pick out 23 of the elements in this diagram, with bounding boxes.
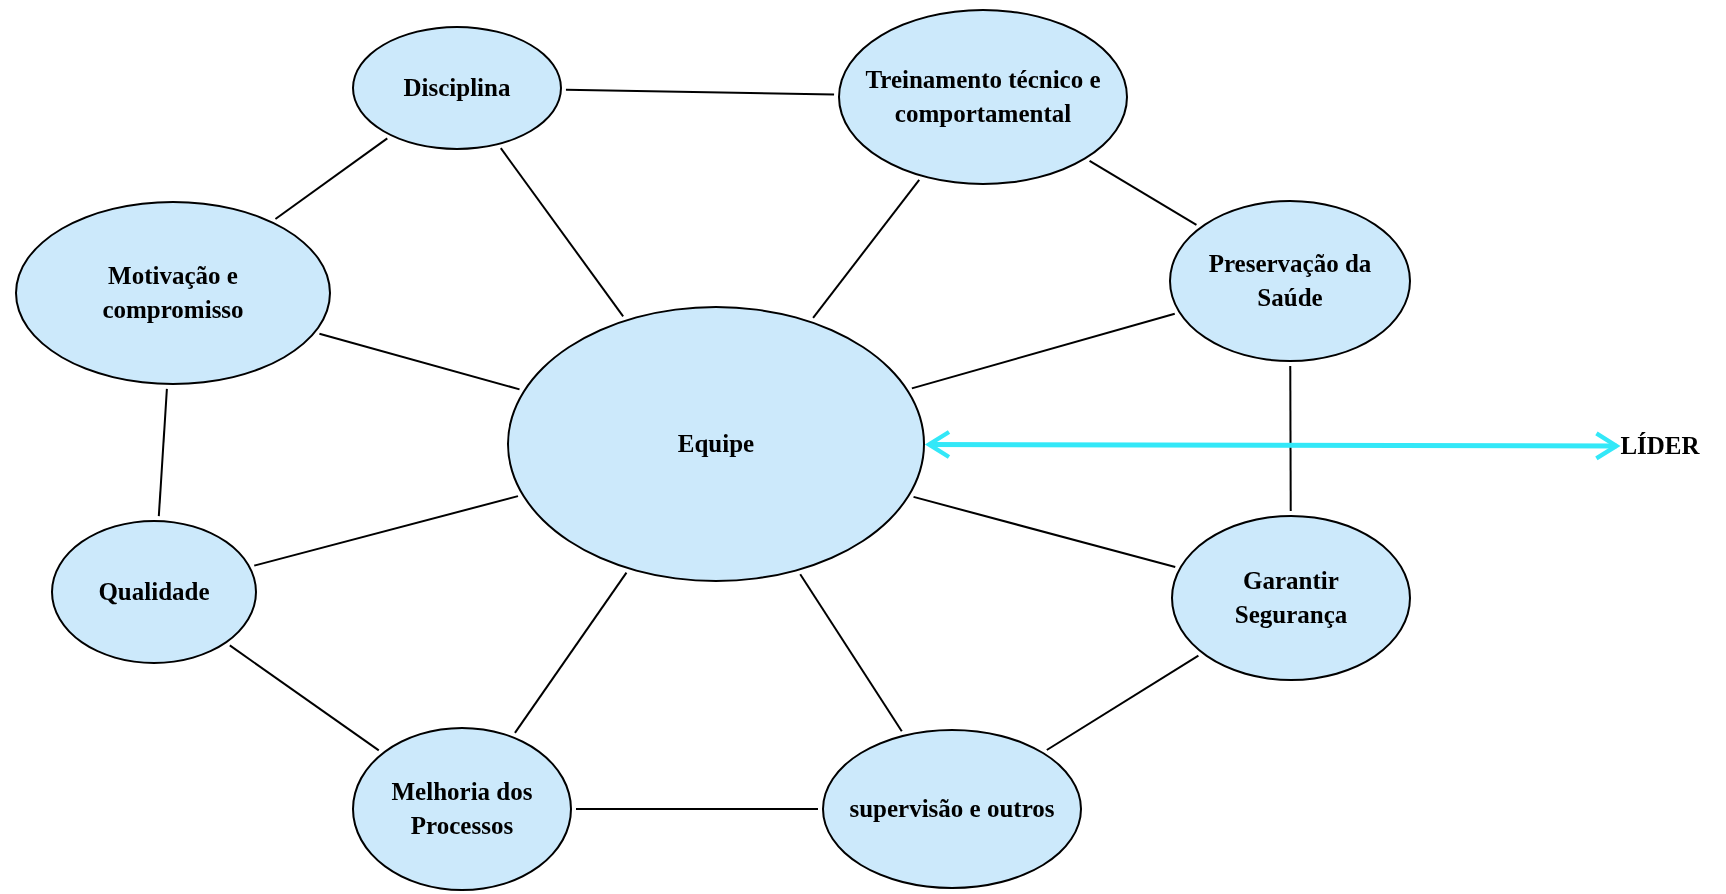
connector-line <box>274 137 389 221</box>
node-label: LÍDER <box>1620 429 1700 463</box>
connector-line <box>513 571 628 734</box>
connector-line <box>1088 159 1198 226</box>
node-label: Preservação da Saúde <box>1207 249 1373 313</box>
connector-line <box>253 495 519 567</box>
connector-line <box>912 495 1177 568</box>
node-label: Garantir Segurança <box>1233 566 1349 630</box>
node-label: Qualidade <box>98 577 210 608</box>
connector-line <box>1289 365 1292 512</box>
node-label: Motivação e compromisso <box>101 261 245 325</box>
connector-line <box>1045 654 1200 751</box>
node-label: Melhoria dos Processos <box>390 777 534 841</box>
connector-line <box>812 178 921 319</box>
node-label: Disciplina <box>403 73 511 104</box>
connector-line <box>575 808 819 810</box>
node-label: supervisão e outros <box>849 794 1055 825</box>
double-arrow <box>926 429 1619 461</box>
connector-line <box>564 88 836 96</box>
connector-line <box>499 147 625 318</box>
node-label: Treinamento técnico e comportamental <box>864 65 1102 129</box>
node-label: Equipe <box>677 429 755 460</box>
connector-line <box>157 387 168 518</box>
